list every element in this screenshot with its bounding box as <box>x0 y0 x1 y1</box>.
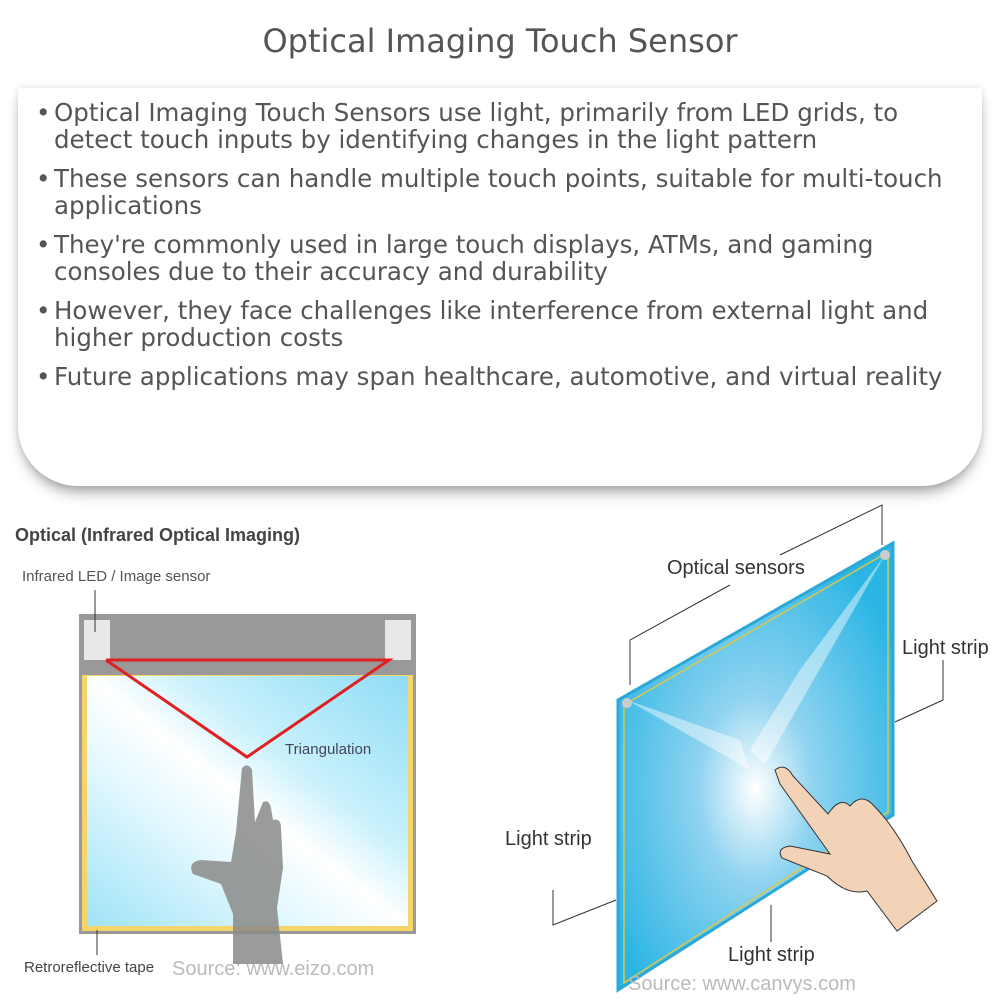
sensor-right <box>385 620 411 660</box>
label-light-strip-right: Light strip <box>902 637 989 659</box>
label-light-strip-bottom: Light strip <box>728 944 815 966</box>
bullet-item: Future applications may span healthcare,… <box>30 363 970 391</box>
triangulation-lines <box>105 658 394 759</box>
label-light-strip-left: Light strip <box>505 828 592 850</box>
touch-panel <box>616 540 895 993</box>
bullet-item: These sensors can handle multiple touch … <box>30 165 970 219</box>
label-led-sensor: Infrared LED / Image sensor <box>22 568 211 585</box>
bullet-item: They're commonly used in large touch dis… <box>30 231 970 285</box>
summary-card <box>18 88 982 486</box>
light-strip <box>623 550 889 985</box>
source-canvys: Source: www.canvys.com <box>628 973 856 995</box>
sensor-right <box>880 550 890 560</box>
optical-sensor-panel-diagram <box>552 504 944 993</box>
source-eizo: Source: www.eizo.com <box>172 958 375 980</box>
bullet-item: However, they face challenges like inter… <box>30 297 970 351</box>
hand-icon <box>774 766 938 932</box>
left-diagram-heading: Optical (Infrared Optical Imaging) <box>15 525 301 545</box>
infrared-optical-diagram <box>79 590 416 964</box>
label-triangulation: Triangulation <box>285 741 372 758</box>
label-optical-sensors: Optical sensors <box>667 557 805 579</box>
hand-icon <box>191 765 283 964</box>
bullet-item: Optical Imaging Touch Sensors use light,… <box>30 99 970 153</box>
label-retroreflective-tape: Retroreflective tape <box>24 959 155 976</box>
page-title: Optical Imaging Touch Sensor <box>262 22 738 60</box>
bullet-list: Optical Imaging Touch Sensors use light,… <box>30 99 970 404</box>
sensor-left <box>622 698 632 708</box>
sensor-left <box>84 620 110 660</box>
